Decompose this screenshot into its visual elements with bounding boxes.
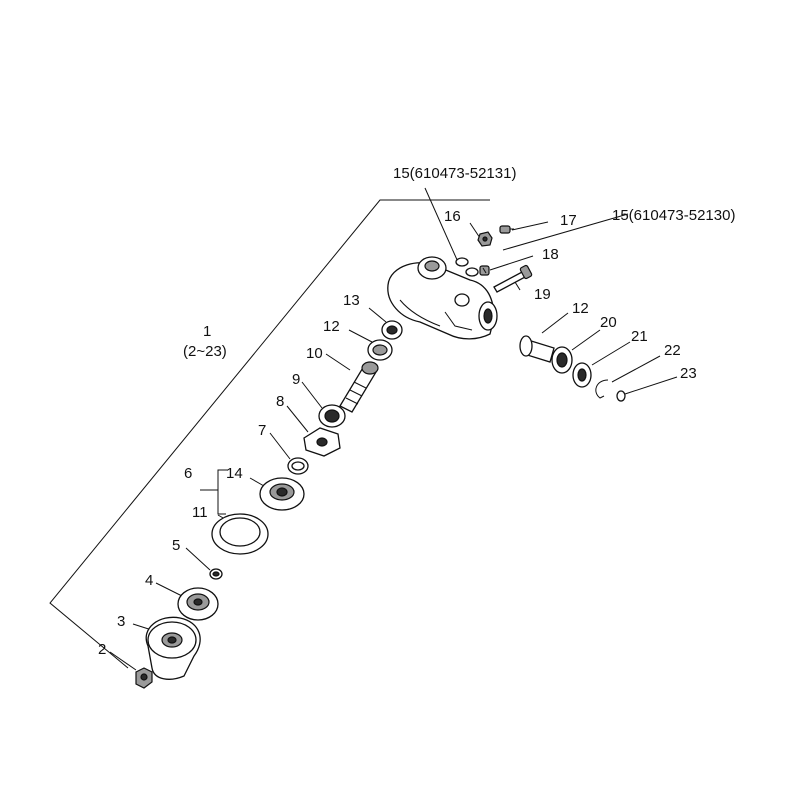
callout-21: 21 xyxy=(631,328,648,345)
cover-11 xyxy=(211,513,269,555)
callout-6: 6 xyxy=(184,465,192,482)
bevel-gear-12-right xyxy=(519,335,555,363)
callout-11: 11 xyxy=(192,504,208,521)
leader-lines xyxy=(109,187,678,671)
bearing-13 xyxy=(381,320,403,340)
assembly-range: (2~23) xyxy=(183,343,227,360)
screw-17 xyxy=(499,225,514,234)
callout-10: 10 xyxy=(306,345,323,362)
callout-7: 7 xyxy=(258,422,266,439)
bearing-9 xyxy=(318,404,346,428)
callout-9: 9 xyxy=(292,371,300,388)
group-6-bracket xyxy=(200,469,228,515)
holder-4 xyxy=(177,587,219,621)
callout-15-upper: 15(610473-52131) xyxy=(393,165,516,182)
o-ring-5 xyxy=(209,568,223,580)
callout-15-lower: 15(610473-52130) xyxy=(612,207,735,224)
callout-23: 23 xyxy=(680,365,697,382)
callout-20: 20 xyxy=(600,314,617,331)
callout-labels: 15(610473-52131) 16 17 15(610473-52130) … xyxy=(98,165,735,658)
retainer-14 xyxy=(259,477,305,511)
callout-2: 2 xyxy=(98,641,106,658)
bevel-gear-12 xyxy=(367,339,393,361)
callout-3: 3 xyxy=(117,613,125,630)
callout-18: 18 xyxy=(542,246,559,263)
callout-13: 13 xyxy=(343,292,360,309)
bearing-20 xyxy=(551,346,573,374)
ring-parts-15 xyxy=(455,257,479,277)
callout-5: 5 xyxy=(172,537,180,554)
cup-3 xyxy=(145,616,201,680)
callout-12-right: 12 xyxy=(572,300,589,317)
nut-16 xyxy=(477,231,493,247)
assembly-number: 1 xyxy=(203,323,211,340)
snap-ring-22 xyxy=(595,379,609,399)
washer-8 xyxy=(303,427,341,457)
nut-2 xyxy=(135,667,153,689)
bolt-19 xyxy=(493,264,533,293)
callout-17: 17 xyxy=(560,212,577,229)
callout-16: 16 xyxy=(444,208,461,225)
assembly-bracket xyxy=(49,199,490,669)
bolt-18 xyxy=(479,265,490,276)
callout-12-left: 12 xyxy=(323,318,340,335)
callout-8: 8 xyxy=(276,393,284,410)
callout-22: 22 xyxy=(664,342,681,359)
bearing-21 xyxy=(572,362,592,388)
gear-case xyxy=(387,256,498,340)
gear-shaft-10 xyxy=(339,361,379,413)
snap-ring-7 xyxy=(287,457,309,475)
callout-14: 14 xyxy=(226,465,243,482)
callout-19: 19 xyxy=(534,286,551,303)
ring-23 xyxy=(616,390,626,402)
callout-4: 4 xyxy=(145,572,153,589)
